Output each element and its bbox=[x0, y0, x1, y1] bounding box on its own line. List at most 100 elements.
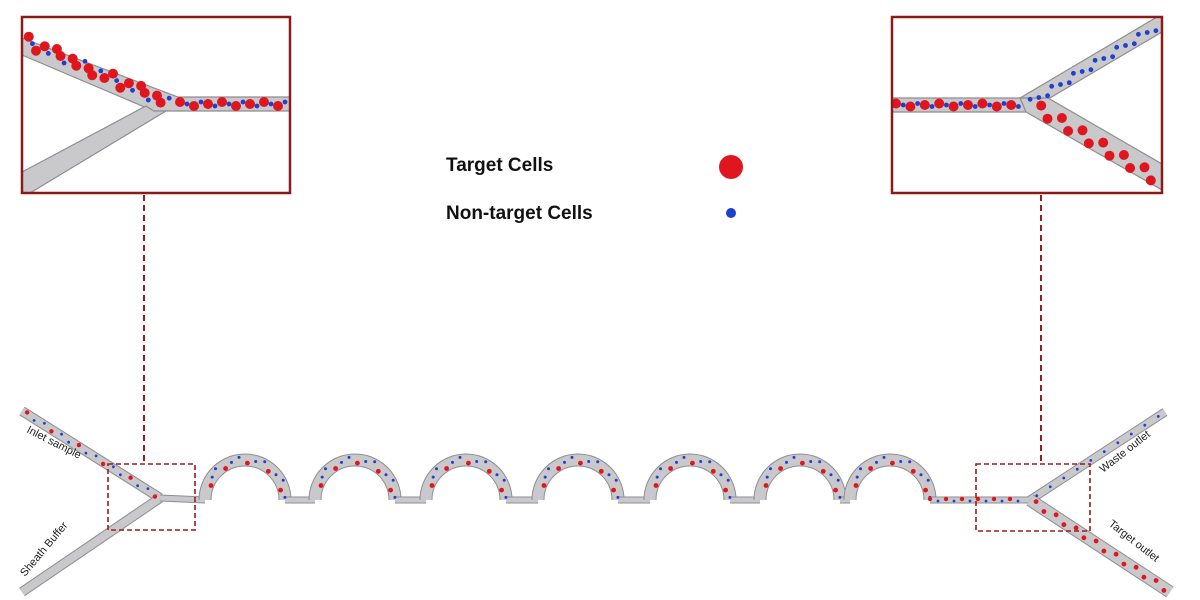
nontarget-cell bbox=[60, 432, 63, 436]
target-cell bbox=[668, 466, 673, 471]
nontarget-cell bbox=[785, 460, 788, 464]
target-cell bbox=[923, 487, 928, 493]
target-cell bbox=[203, 99, 213, 109]
nontarget-cell bbox=[908, 460, 912, 464]
nontarget-cell bbox=[765, 475, 769, 479]
nontarget-cell bbox=[915, 101, 920, 106]
nontarget-cell bbox=[1027, 96, 1033, 102]
nontarget-cell bbox=[1058, 82, 1063, 87]
nontarget-cell bbox=[504, 495, 508, 499]
nontarget-cell bbox=[699, 460, 703, 463]
target-cell bbox=[778, 466, 783, 471]
target-cell bbox=[905, 101, 916, 112]
target-cell bbox=[853, 483, 859, 488]
target-cell bbox=[71, 60, 82, 71]
target-cell bbox=[189, 101, 199, 111]
target-cell bbox=[927, 496, 933, 502]
nontarget-cell bbox=[45, 51, 51, 56]
nontarget-cell bbox=[184, 101, 190, 107]
nontarget-cell bbox=[952, 499, 956, 503]
target-cell bbox=[1139, 162, 1150, 173]
nontarget-cell bbox=[1156, 415, 1160, 418]
target-cell bbox=[1153, 578, 1159, 583]
nontarget-cell bbox=[240, 99, 246, 105]
inlet-zoom-box bbox=[107, 463, 196, 531]
target-cell bbox=[1033, 499, 1039, 504]
target-cell bbox=[115, 82, 126, 93]
target-cell bbox=[1036, 100, 1047, 111]
target-cell bbox=[948, 101, 959, 112]
target-cell bbox=[259, 97, 269, 107]
nontarget-cell bbox=[84, 451, 88, 455]
nontarget-cell bbox=[682, 455, 686, 459]
target-cell bbox=[1007, 496, 1013, 502]
nontarget-cell bbox=[210, 475, 214, 479]
nontarget-cell bbox=[1088, 67, 1094, 73]
target-cell bbox=[55, 51, 66, 61]
target-cell bbox=[499, 487, 504, 493]
target-cell bbox=[100, 461, 106, 467]
nontarget-cell bbox=[281, 478, 285, 482]
nontarget-cell bbox=[458, 455, 462, 459]
target-cell bbox=[1042, 113, 1053, 124]
nontarget-cell bbox=[968, 499, 972, 503]
nontarget-cell bbox=[1036, 95, 1042, 100]
target-cell bbox=[578, 460, 583, 466]
nontarget-cell bbox=[373, 460, 377, 464]
target-cell bbox=[1093, 538, 1099, 544]
spiral-loop-2 bbox=[309, 454, 401, 501]
target-cell bbox=[1073, 525, 1079, 531]
target-cell bbox=[128, 475, 133, 480]
target-cell bbox=[1101, 548, 1107, 554]
spiral-loop-3 bbox=[420, 454, 512, 501]
target-cell bbox=[108, 68, 118, 79]
target-cell bbox=[690, 460, 695, 466]
nontarget-cell bbox=[726, 478, 730, 482]
target-cell bbox=[152, 494, 158, 499]
spiral-loop-6 bbox=[754, 454, 846, 501]
nontarget-cell bbox=[1001, 101, 1007, 106]
nontarget-cell bbox=[616, 495, 620, 499]
target-cell bbox=[139, 87, 150, 98]
target-cell bbox=[333, 466, 338, 471]
nontarget-cell bbox=[587, 460, 591, 463]
target-cell bbox=[355, 460, 360, 466]
target-cell bbox=[278, 487, 283, 493]
nontarget-cell bbox=[502, 478, 506, 482]
nontarget-cell bbox=[1048, 485, 1052, 489]
nontarget-cell bbox=[282, 99, 288, 105]
nontarget-cell bbox=[708, 460, 712, 464]
target-cell bbox=[556, 466, 561, 471]
nontarget-cell bbox=[324, 467, 327, 471]
target-cell bbox=[31, 45, 41, 56]
nontarget-cell bbox=[936, 499, 940, 503]
nontarget-cell bbox=[393, 495, 397, 499]
target-cell bbox=[24, 410, 30, 415]
nontarget-cell bbox=[972, 104, 978, 109]
target-cell bbox=[1104, 150, 1115, 161]
nontarget-cell bbox=[214, 467, 217, 471]
nontarget-cell bbox=[1066, 80, 1072, 86]
nontarget-cell bbox=[1075, 467, 1079, 471]
target-cell bbox=[910, 468, 916, 474]
channel-cells bbox=[24, 410, 1167, 593]
inlet-inset-frame bbox=[20, 15, 292, 195]
nontarget-cell bbox=[1089, 459, 1093, 462]
target-cell bbox=[890, 460, 895, 466]
target-cell bbox=[76, 442, 82, 448]
sheath-inlet-channel bbox=[19, 494, 163, 596]
nontarget-cell bbox=[484, 460, 488, 464]
nontarget-cell bbox=[1079, 69, 1085, 74]
nontarget-cell bbox=[1131, 41, 1137, 47]
nontarget-cell bbox=[792, 455, 796, 459]
legend-target-label: Target Cells bbox=[446, 155, 553, 176]
nontarget-cell bbox=[274, 473, 278, 477]
target-cell bbox=[800, 460, 805, 466]
nontarget-cell bbox=[435, 467, 438, 471]
nontarget-cell bbox=[547, 467, 550, 471]
nontarget-cell bbox=[226, 101, 232, 107]
target-cell bbox=[934, 98, 945, 109]
nontarget-cell bbox=[1129, 432, 1133, 436]
nontarget-cell bbox=[655, 475, 659, 479]
target-cell bbox=[49, 429, 54, 434]
